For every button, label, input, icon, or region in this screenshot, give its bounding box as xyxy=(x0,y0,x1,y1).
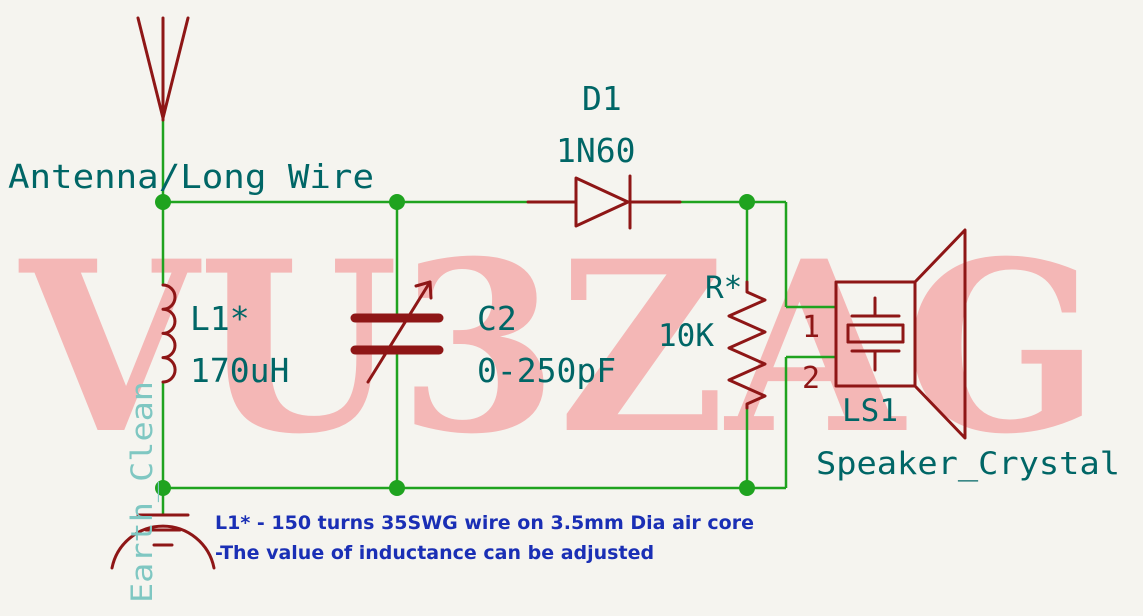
diode-ref-label: D1 xyxy=(582,79,622,118)
pin1-label: 1 xyxy=(802,310,820,345)
note-line-2: -The value of inductance can be adjusted xyxy=(215,542,654,564)
speaker-ref-label: LS1 xyxy=(842,393,898,429)
resistor-r[interactable] xyxy=(727,280,767,410)
capacitor-ref-label: C2 xyxy=(477,299,517,338)
diode-d1[interactable] xyxy=(526,174,682,230)
antenna-symbol[interactable] xyxy=(136,16,190,122)
pin2-label: 2 xyxy=(802,361,820,396)
inductor-l1[interactable] xyxy=(161,283,177,384)
capacitor-value-label: 0-250pF xyxy=(477,351,616,390)
inductor-value-label: 170uH xyxy=(190,351,289,390)
speaker-ls1[interactable] xyxy=(834,228,967,440)
speaker-value-label: Speaker_Crystal xyxy=(816,446,1120,482)
inductor-ref-label: L1* xyxy=(190,299,250,338)
watermark-text: VU3ZAG xyxy=(18,210,1100,486)
earth-label: Earth_Clean xyxy=(125,381,160,603)
wires xyxy=(161,120,836,515)
capacitor-c2[interactable] xyxy=(350,280,444,384)
antenna-label: Antenna/Long Wire xyxy=(8,157,374,196)
junction-dots xyxy=(155,194,755,496)
resistor-value-label: 10K xyxy=(658,318,714,354)
diode-value-label: 1N60 xyxy=(556,131,635,170)
resistor-ref-label: R* xyxy=(705,270,742,306)
earth-symbol[interactable] xyxy=(110,513,216,570)
note-line-1: L1* - 150 turns 35SWG wire on 3.5mm Dia … xyxy=(215,512,754,534)
